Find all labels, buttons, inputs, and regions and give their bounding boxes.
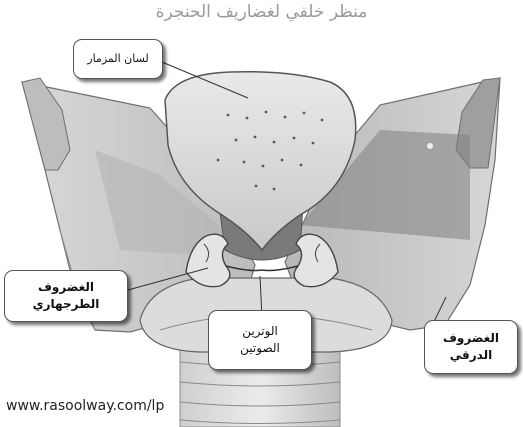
thyroid-label: الغضروف الدرقي [424, 320, 518, 374]
epiglottis-label: لسان المزمار [73, 39, 163, 79]
vocal-cords-label-line1: الوترين [242, 323, 278, 340]
vocal-cords-label: الوترين الصوتين [208, 310, 312, 370]
arytenoid-label: الغضروف الطرجهاري [4, 270, 128, 322]
thyroid-label-line2: الدرقي [450, 347, 492, 364]
watermark-url: www.rasoolway.com/lp [6, 398, 164, 414]
epiglottis-label-text: لسان المزمار [87, 51, 148, 67]
diagram-title: منظر خلفي لغضاريف الحنجرة [0, 2, 523, 22]
arytenoid-label-line2: الطرجهاري [33, 296, 100, 313]
thyroid-label-line1: الغضروف [443, 330, 499, 347]
vocal-cords-label-line2: الصوتين [240, 340, 280, 357]
arytenoid-label-line1: الغضروف [38, 279, 94, 296]
